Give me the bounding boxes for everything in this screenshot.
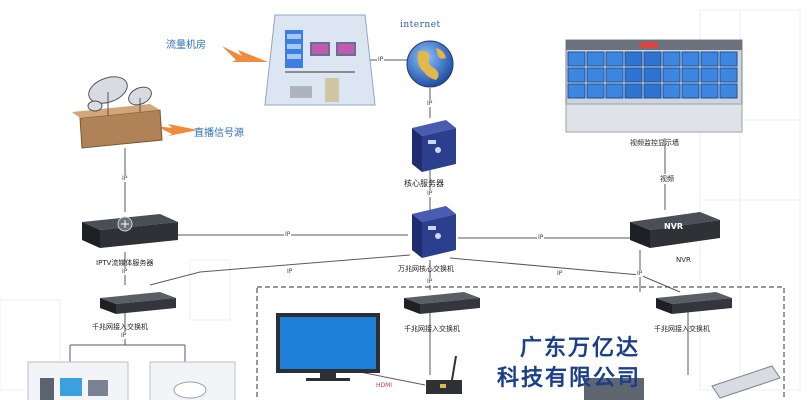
hdmi-label: HDMI [376,382,393,389]
video-wall-screen [586,83,605,99]
video-wall-screen [700,83,719,99]
ip-tag: IP [377,56,385,63]
video-wall-screen [643,83,662,99]
core-switch-label: 万兆网核心交换机 [398,265,454,273]
ip-tag: IP [556,270,564,277]
access-switch-left-label: 千兆网接入交换机 [92,323,148,331]
video-wall-screen [586,51,605,67]
video-wall-screen [643,67,662,83]
video-wall-screen [681,67,700,83]
internet-label: internet [400,20,441,30]
video-wall-screen [567,83,586,99]
video-wall-screen [624,51,643,67]
video-wall-screen [605,67,624,83]
video-wall-screen [681,51,700,67]
video-wall-screen [700,67,719,83]
video-wall-screen [719,67,738,83]
access-switch-right-label: 千兆网接入交换机 [654,325,710,333]
video-wall-screen [719,83,738,99]
ip-tag: IP [426,278,434,285]
video-wall-screen [624,83,643,99]
iptv-server-label: IPTV流媒体服务器 [96,259,154,267]
ip-tag: IP [284,231,292,238]
video-wall-label: 视频监控显示墙 [630,139,679,147]
video-wall-screen [624,67,643,83]
video-wall-screen [605,83,624,99]
ip-tag: IP [121,268,129,275]
traffic-room-label: 流量机房 [166,40,206,51]
ip-tag: IP [426,190,434,197]
video-wall-screen [643,51,662,67]
watermark-line2: 科技有限公司 [497,366,642,391]
video-wall-screen [567,51,586,67]
ip-tag: IP [286,268,294,275]
video-wall-screen [662,67,681,83]
video-wall-screen [662,83,681,99]
video-wall-screen [567,67,586,83]
video-link-label: 视频 [660,174,674,184]
video-wall-screen [586,67,605,83]
nvr-label: NVR [676,256,691,264]
video-wall-screen [719,51,738,67]
video-wall-screen [700,51,719,67]
video-wall-screen [681,83,700,99]
video-wall-screen [662,51,681,67]
access-switch-mid-label: 千兆网接入交换机 [404,325,460,333]
video-wall-screen [605,51,624,67]
core-server-label: 核心服务器 [404,179,444,188]
ip-tag: IP [121,175,129,182]
ip-tag: IP [120,332,128,339]
watermark-line1: 广东万亿达 [520,336,641,361]
live-source-label: 直播信号源 [194,128,244,139]
ip-tag: IP [537,234,545,241]
ip-tag: IP [426,100,434,107]
ip-tag: IP [636,270,644,277]
nvr-panel-text: NVR [664,222,684,231]
